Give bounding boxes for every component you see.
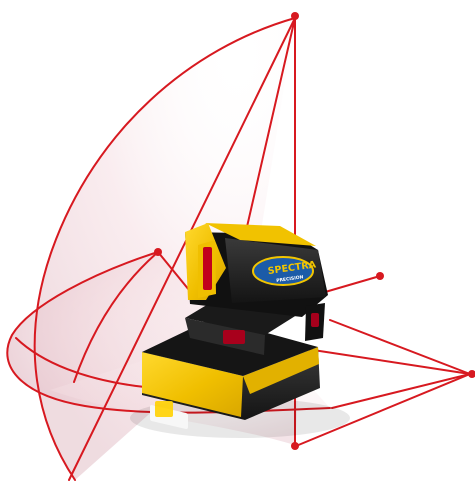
brand-logo-oval [252, 256, 314, 286]
brand-logo: SPECTRA PRECISION [252, 256, 317, 286]
left-inner-arc [73, 251, 159, 383]
right-laser-dot [376, 272, 384, 280]
laser-dots [154, 12, 475, 450]
diagonal-beam-bottom [68, 17, 296, 481]
battery-base-yellow-side [243, 347, 319, 394]
right-side-lens [311, 313, 319, 327]
bottom-laser-dot [291, 442, 299, 450]
device-head-yellow-top [205, 223, 316, 246]
far-right-laser-dot [468, 370, 475, 378]
laser-level-device: SPECTRA PRECISION [142, 223, 328, 429]
right-fan-beam-4 [295, 373, 471, 447]
left-horizontal-arc [6, 251, 331, 414]
right-fan-beam-3 [331, 373, 471, 409]
left-laser-dot [154, 248, 162, 256]
top-arc-beam [33, 17, 296, 481]
top-laser-dot [291, 12, 299, 20]
battery-latch [155, 401, 173, 417]
right-fan-beam-1 [329, 319, 471, 375]
brand-logo-subtext: PRECISION [276, 274, 304, 284]
battery-base-yellow-face [142, 352, 243, 417]
right-fan-beam-2 [299, 347, 471, 375]
left-laser-window [203, 247, 212, 290]
front-lens [223, 330, 245, 344]
